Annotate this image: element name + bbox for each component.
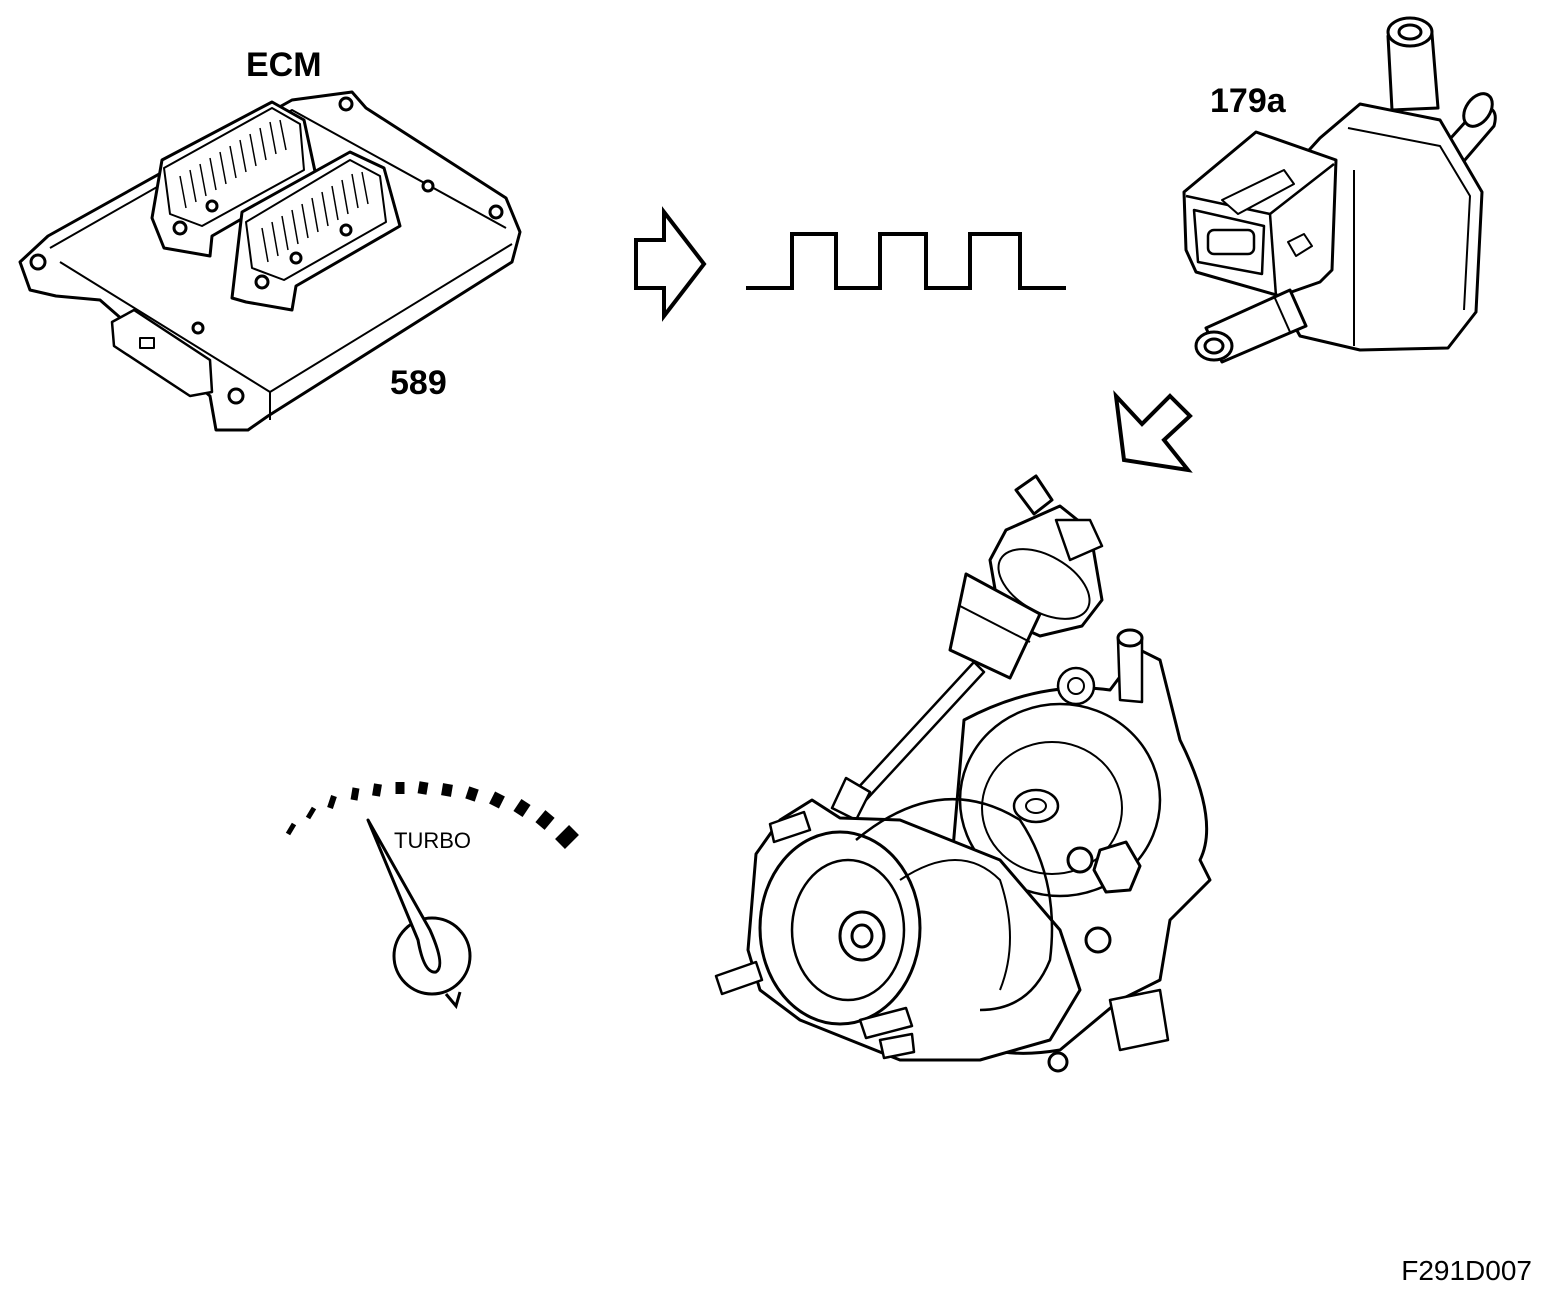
- solenoid-part-number: 179a: [1210, 82, 1287, 120]
- ecm-label: ECM: [246, 46, 322, 84]
- square-wave-pulse-icon: [746, 232, 1066, 290]
- turbo-boost-gauge-icon: [285, 781, 579, 1010]
- ecm-control-unit-icon: [18, 90, 522, 432]
- arrow-right-outline-icon: [634, 206, 707, 322]
- ecm-part-number: 589: [390, 364, 447, 402]
- gauge-needle: [366, 818, 442, 974]
- boost-solenoid-valve-icon: [1182, 16, 1497, 364]
- gauge-turbo-label: TURBO: [394, 828, 471, 853]
- turbocharger-icon: [714, 474, 1212, 1073]
- figure-id: F291D007: [1401, 1255, 1532, 1286]
- arrow-down-left-outline-icon: [1113, 390, 1193, 473]
